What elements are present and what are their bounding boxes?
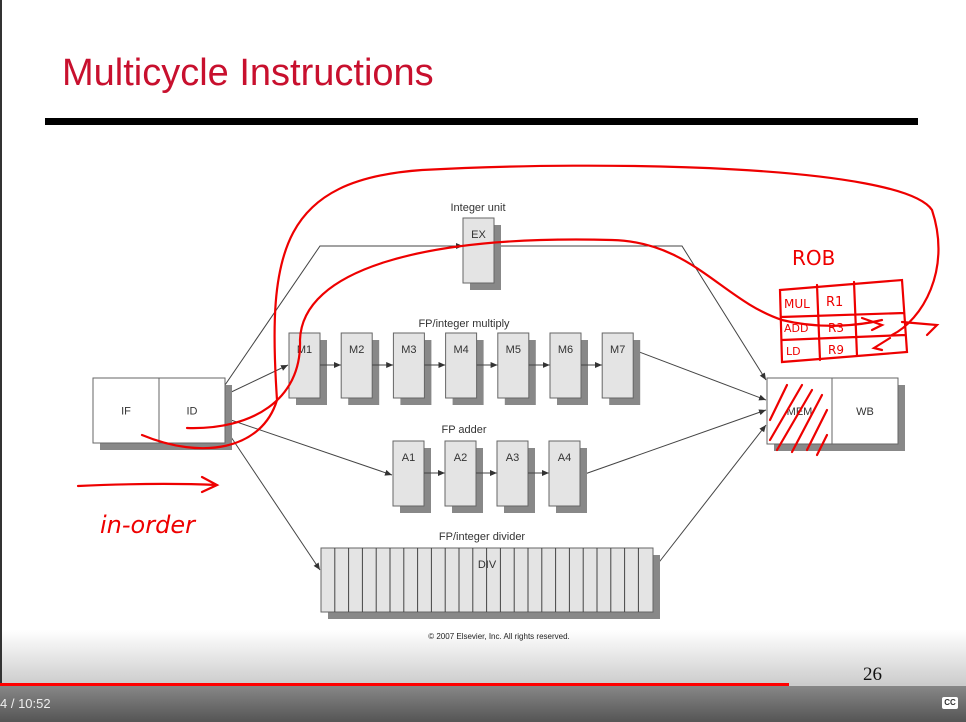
box-body <box>444 440 477 507</box>
box-body <box>548 440 581 507</box>
stage-label: A4 <box>558 452 571 464</box>
adder-stage-a2: A2 <box>444 440 483 513</box>
adder-label: FP adder <box>441 424 486 436</box>
id-stage: ID <box>158 377 232 450</box>
progress-bar[interactable] <box>0 683 966 686</box>
stage-label: IF <box>121 406 131 418</box>
stage-label: M2 <box>349 344 364 356</box>
multiply-stage-m6: M6 <box>549 332 588 405</box>
box-body <box>288 332 321 399</box>
box-body <box>601 332 634 399</box>
captions-button[interactable]: CC <box>942 697 958 709</box>
copyright: © 2007 Elsevier, Inc. All rights reserve… <box>428 632 570 641</box>
stage-label: ID <box>187 406 198 418</box>
box-body <box>340 332 373 399</box>
if-stage: IF <box>92 377 166 450</box>
rob-cell: R3 <box>828 321 844 335</box>
stage-label: A2 <box>454 452 467 464</box>
mem-stage: MEM <box>766 377 839 451</box>
box-body <box>92 377 160 444</box>
multiply-stage-m2: M2 <box>340 332 380 405</box>
ex-stage: EX <box>462 217 501 290</box>
stage-label: M5 <box>506 344 521 356</box>
player-fade <box>2 630 966 686</box>
red-annotations <box>76 164 940 494</box>
adder-stage-a3: A3 <box>496 440 535 513</box>
box-body <box>496 440 529 507</box>
stage-label: M4 <box>453 344 468 356</box>
title-rule <box>45 118 918 125</box>
handwriting: ROB MUL R1 ADD R3 LD R9 in-order <box>100 246 844 539</box>
rob-cell: R1 <box>826 295 843 310</box>
box-body <box>158 377 226 444</box>
stage-label: WB <box>856 406 874 418</box>
stage-label: EX <box>471 229 486 241</box>
box-body <box>549 332 582 399</box>
multiply-stage-m4: M4 <box>445 332 484 405</box>
integer-unit-label: Integer unit <box>450 202 505 214</box>
stage-label: M3 <box>401 344 416 356</box>
multiply-stage-m7: M7 <box>601 332 641 405</box>
slide-title: Multicycle Instructions <box>62 52 434 94</box>
box-body <box>831 377 899 445</box>
multiply-label: FP/integer multiply <box>418 318 510 330</box>
rob-cell: ADD <box>784 322 808 335</box>
stage-label: M7 <box>610 344 625 356</box>
wb-stage: WB <box>831 377 905 451</box>
box-body <box>445 332 478 399</box>
multiply-stage-m1: M1 <box>288 332 327 405</box>
player-controls: 4 / 10:52 CC <box>0 684 966 722</box>
multiply-stage-m3: M3 <box>392 332 432 405</box>
progress-fill <box>0 683 790 686</box>
rob-cell: LD <box>786 345 801 358</box>
multiply-stage-m5: M5 <box>497 332 536 405</box>
stage-label: M6 <box>558 344 573 356</box>
rob-cell: MUL <box>784 297 810 311</box>
adder-stage-a1: A1 <box>392 440 431 513</box>
box-body <box>392 332 425 399</box>
in-order-note: in-order <box>100 511 197 539</box>
rob-cell: R9 <box>828 343 844 357</box>
stage-label: A1 <box>402 452 415 464</box>
pipeline-arrows <box>224 243 767 571</box>
stage-label: DIV <box>478 559 497 571</box>
div-stage: DIV <box>320 547 660 619</box>
stage-label: A3 <box>506 452 519 464</box>
box-body <box>497 332 530 399</box>
divider-label: FP/integer divider <box>439 531 526 543</box>
adder-stage-a4: A4 <box>548 440 587 513</box>
rob-title: ROB <box>792 246 835 270</box>
box-body <box>462 217 495 284</box>
page-number: 26 <box>863 664 882 685</box>
time-display: 4 / 10:52 <box>0 696 51 711</box>
box-body <box>392 440 425 507</box>
